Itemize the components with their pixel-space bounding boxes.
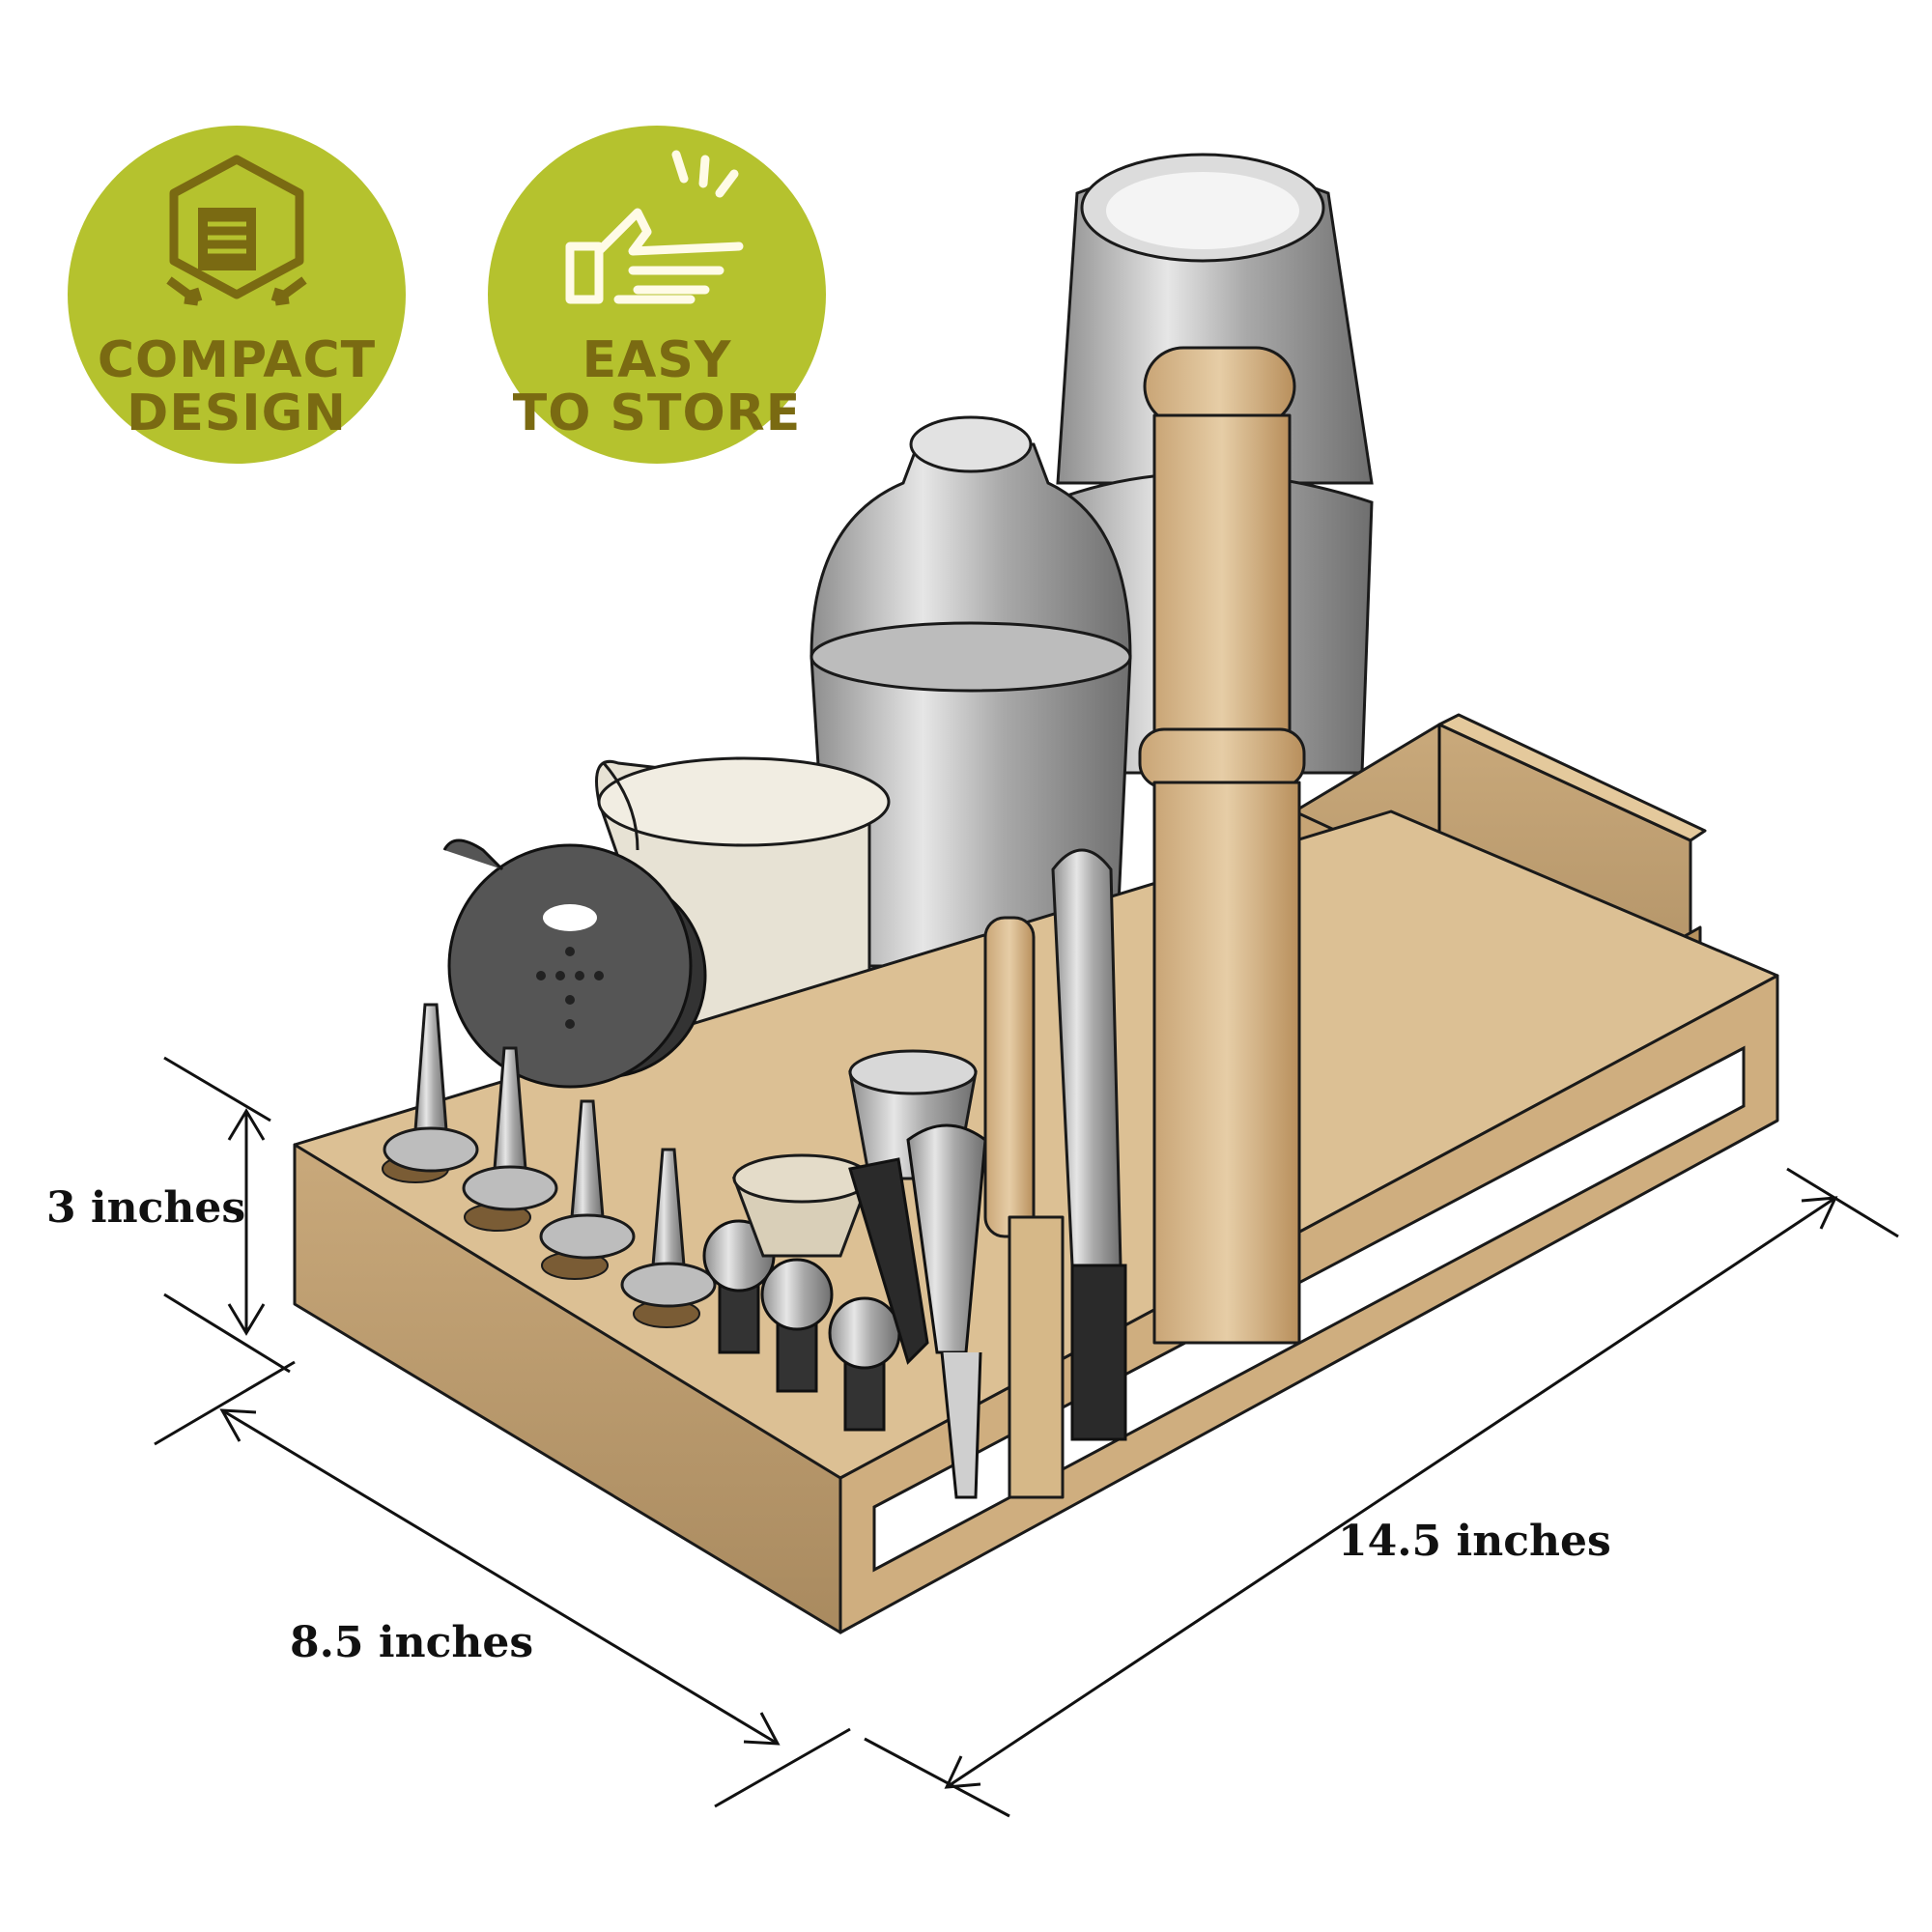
badge-easy-line2: TO STORE [513, 384, 801, 442]
ice-tong [906, 1123, 987, 1499]
wood-muddler-small [983, 916, 1065, 1499]
bottle-opener [848, 1157, 929, 1365]
width-extension-left [864, 1737, 1010, 1818]
width-arrow-right [1801, 1196, 1838, 1230]
width-label: 14.5 inches [1338, 1517, 1611, 1566]
depth-extension-right [714, 1727, 851, 1808]
pour-spout [620, 1148, 717, 1308]
badge-easy-line1: EASY [582, 331, 732, 389]
pour-spout [462, 1046, 558, 1211]
depth-dimension-line [221, 1408, 779, 1746]
height-extension-bottom [163, 1293, 291, 1374]
width-dimension-line [946, 1196, 1836, 1789]
pour-spouts [383, 1003, 717, 1308]
bottle-stoppers [702, 1219, 901, 1432]
depth-label: 8.5 inches [290, 1618, 533, 1667]
steel-muddler [1051, 848, 1127, 1441]
pour-spout [539, 1099, 636, 1260]
badge-compact-line2: DESIGN [127, 384, 347, 442]
bottle-stopper [828, 1296, 901, 1432]
bottle-stopper [760, 1258, 834, 1393]
pointing-hand-icon [565, 150, 744, 304]
pour-spout [383, 1003, 479, 1173]
cobbler-shaker [810, 415, 1132, 968]
hawthorne-strainer [442, 838, 707, 1089]
badge-compact-design: COMPACT DESIGN [68, 126, 406, 464]
height-arrow-bottom [227, 1303, 266, 1336]
dimension-lines: 3 inches 8.5 inches 14.5 inches [46, 1056, 1899, 1818]
height-extension-top [163, 1056, 271, 1122]
badge-easy-to-store: EASY TO STORE [488, 126, 826, 464]
depth-arrow-right [743, 1712, 781, 1746]
height-arrow-top [227, 1108, 266, 1141]
width-extension-right [1786, 1167, 1899, 1238]
depth-extension-left [154, 1360, 296, 1446]
wood-muddler-large [1138, 346, 1306, 1345]
width-arrow-left [944, 1755, 981, 1789]
height-label: 3 inches [46, 1183, 245, 1233]
depth-arrow-left [219, 1408, 257, 1442]
box-icon [166, 155, 307, 306]
badge-compact-line1: COMPACT [98, 331, 376, 389]
